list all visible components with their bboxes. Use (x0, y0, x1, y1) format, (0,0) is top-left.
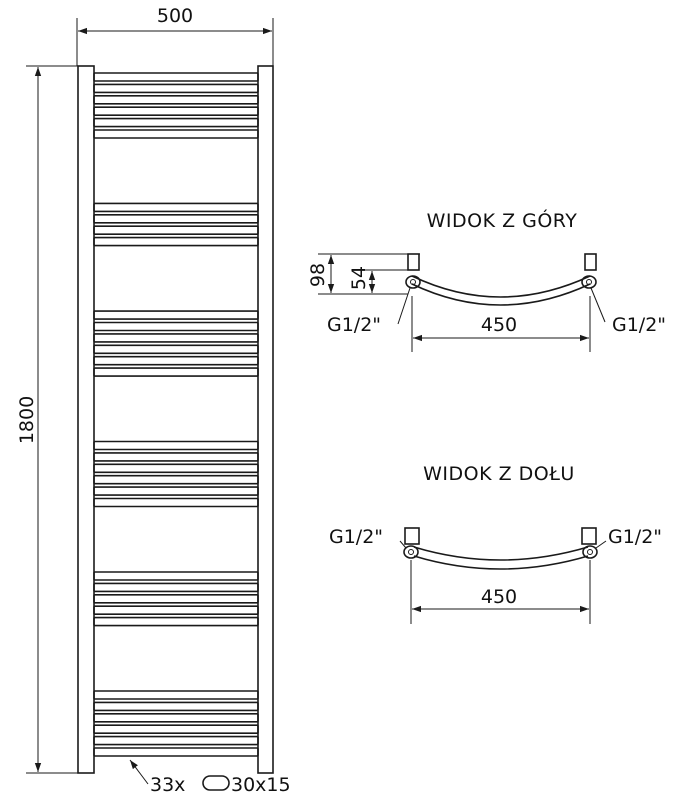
bottom-bar-curve-outer (413, 546, 589, 561)
bottom-left-leader (399, 540, 407, 549)
top-bar-curve-inner (411, 283, 591, 306)
crossbar (93, 605, 259, 616)
crossbar (93, 497, 259, 508)
top-left-leader (397, 287, 411, 325)
crossbar (93, 83, 259, 94)
crossbar (93, 202, 259, 213)
top-left-connector-icon (405, 275, 421, 289)
crossbar (93, 355, 259, 366)
top-right-connector-label: G1/2" (612, 314, 666, 336)
crossbar (93, 440, 259, 451)
crossbar (93, 747, 259, 757)
crossbar (93, 571, 259, 581)
crossbar (93, 344, 259, 355)
top-spacing-label: 450 (481, 314, 517, 336)
depth-outer-label: 98 (307, 263, 329, 287)
width-label: 500 (157, 5, 193, 27)
crossbar (93, 582, 259, 593)
tube-spec-leader (129, 759, 149, 785)
front-view: 500 1800 33x 30x15 (16, 5, 291, 796)
top-left-rail (407, 253, 420, 271)
right-rail (257, 65, 274, 774)
depth-inner-label: 54 (348, 266, 370, 290)
crossbar (93, 117, 259, 128)
left-rail (77, 65, 95, 774)
top-right-leader (590, 287, 606, 323)
height-label: 1800 (16, 396, 38, 444)
crossbar (93, 724, 259, 735)
crossbar (93, 452, 259, 462)
crossbar (93, 333, 259, 343)
oval-profile-icon (202, 775, 230, 791)
crossbar (93, 95, 259, 105)
width-dimension: 500 (76, 5, 274, 66)
top-bar-curve-outer (411, 275, 591, 298)
bottom-view-title: WIDOK Z DOŁU (423, 463, 575, 485)
height-dimension: 1800 (16, 65, 78, 774)
crossbars (93, 72, 259, 757)
crossbar (93, 310, 259, 320)
bottom-right-connector-icon (582, 545, 598, 559)
bottom-view: WIDOK Z DOŁU G1/2" G1/2" 450 (329, 463, 662, 624)
crossbar (93, 367, 259, 377)
crossbar (93, 474, 259, 485)
top-right-connector-icon (581, 275, 597, 289)
crossbar (93, 735, 259, 746)
tube-spec-size: 30x15 (231, 774, 291, 796)
bottom-left-connector-core (408, 549, 414, 555)
top-right-connector-core (586, 279, 592, 285)
bottom-right-rail (581, 527, 597, 545)
crossbar (93, 236, 259, 247)
bottom-bar-curve-inner (413, 555, 589, 570)
crossbar (93, 214, 259, 224)
top-left-connector-label: G1/2" (327, 314, 381, 336)
bottom-left-rail (404, 527, 420, 545)
crossbar (93, 72, 259, 82)
crossbar (93, 712, 259, 723)
crossbar (93, 225, 259, 235)
tube-spec-count: 33x (150, 774, 185, 796)
crossbar (93, 106, 259, 116)
top-left-connector-core (410, 279, 416, 285)
crossbar (93, 690, 259, 700)
bottom-spacing-label: 450 (481, 586, 517, 608)
top-view: WIDOK Z GÓRY 98 54 G1/2" G1/2" 450 (307, 208, 666, 352)
top-right-rail (584, 253, 597, 271)
bottom-left-connector-label: G1/2" (329, 526, 383, 548)
bottom-right-leader (595, 540, 607, 549)
tube-spec-callout: 33x 30x15 (129, 759, 291, 796)
bottom-right-connector-core (587, 549, 593, 555)
bottom-left-connector-icon (403, 545, 419, 559)
crossbar (93, 701, 259, 712)
crossbar (93, 486, 259, 496)
crossbar (93, 129, 259, 139)
crossbar (93, 616, 259, 627)
top-view-title: WIDOK Z GÓRY (427, 208, 578, 232)
bottom-right-connector-label: G1/2" (608, 526, 662, 548)
crossbar (93, 593, 259, 604)
crossbar (93, 463, 259, 474)
crossbar (93, 321, 259, 332)
